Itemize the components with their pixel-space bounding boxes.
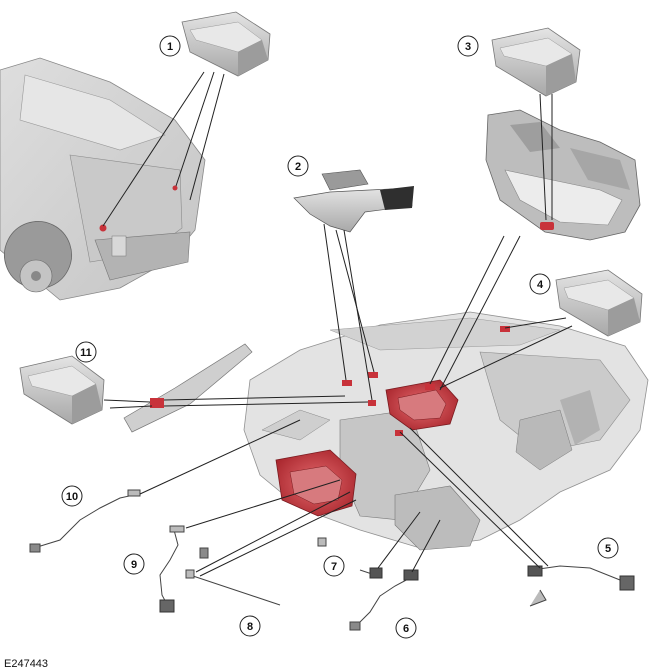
callout-5: 5 xyxy=(597,537,619,559)
callout-3: 3 xyxy=(457,35,479,57)
leader-lines xyxy=(102,71,573,577)
harness-6 xyxy=(355,577,411,627)
part-1-module xyxy=(181,11,271,77)
part-2-bracket xyxy=(293,169,414,233)
callout-8: 8 xyxy=(239,615,261,637)
harness-8 xyxy=(189,574,281,606)
vehicle-rear-view xyxy=(0,57,206,301)
svg-text:6: 6 xyxy=(403,623,409,635)
part-11-module xyxy=(19,355,105,425)
svg-text:1: 1 xyxy=(167,41,173,53)
svg-text:5: 5 xyxy=(605,543,611,555)
callout-10: 10 xyxy=(61,485,83,507)
part-3-module xyxy=(491,27,581,97)
camera-location-rail xyxy=(150,398,164,408)
svg-text:3: 3 xyxy=(465,41,471,53)
harness-9 xyxy=(159,529,179,611)
callout-1: 1 xyxy=(159,35,181,57)
figure-id-label: E247443 xyxy=(4,658,49,670)
overhead-console xyxy=(485,109,641,241)
callout-6: 6 xyxy=(395,617,417,639)
harness-5 xyxy=(531,565,621,581)
camera-location-rear xyxy=(99,224,107,232)
callout-11: 11 xyxy=(75,341,97,363)
harness-10 xyxy=(33,493,139,549)
callout-4: 4 xyxy=(529,273,551,295)
part-4-module xyxy=(555,269,643,337)
vehicle-interior-shell xyxy=(243,311,649,551)
camera-location-upper xyxy=(172,185,178,191)
camera-location-console xyxy=(540,222,554,230)
svg-text:11: 11 xyxy=(80,347,92,359)
svg-text:7: 7 xyxy=(331,561,337,573)
callout-9: 9 xyxy=(123,553,145,575)
svg-text:8: 8 xyxy=(247,621,253,633)
callout-7: 7 xyxy=(323,555,345,577)
rail-trim-strip xyxy=(123,343,253,433)
harness-parts xyxy=(29,489,635,631)
callout-2: 2 xyxy=(287,155,309,177)
svg-text:2: 2 xyxy=(295,161,301,173)
svg-text:10: 10 xyxy=(66,491,78,503)
svg-text:4: 4 xyxy=(537,279,544,291)
svg-text:9: 9 xyxy=(131,559,137,571)
